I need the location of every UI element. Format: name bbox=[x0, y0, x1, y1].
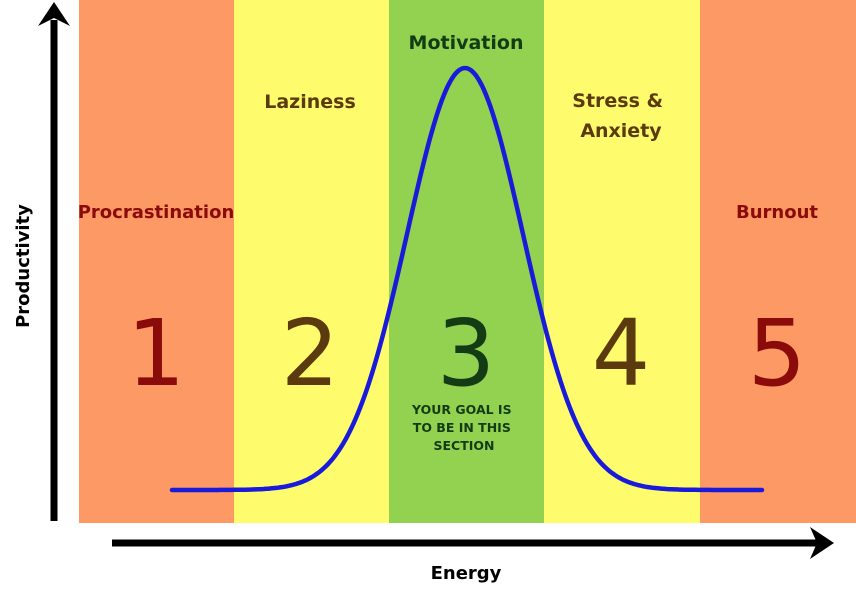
zone-3-label: Motivation bbox=[409, 32, 524, 54]
zone-1-background bbox=[79, 0, 234, 523]
zone-3-background bbox=[389, 0, 544, 523]
zone-5-label: Burnout bbox=[736, 202, 818, 223]
zone-2-background bbox=[234, 0, 389, 523]
zone-2-label: Laziness bbox=[264, 91, 356, 113]
zone-4-number: 4 bbox=[592, 300, 651, 407]
x-axis-label: Energy bbox=[431, 563, 502, 584]
y-axis-arrowhead bbox=[38, 2, 70, 26]
zone-5-background bbox=[700, 0, 856, 523]
zone-3-number: 3 bbox=[437, 300, 496, 407]
zone-2-number: 2 bbox=[281, 300, 340, 407]
zone-4-background bbox=[544, 0, 700, 523]
zone-4-label: Stress & Anxiety bbox=[572, 90, 669, 142]
y-axis-label: Productivity bbox=[13, 204, 34, 328]
zone-1-label: Procrastination bbox=[78, 202, 235, 223]
productivity-bell-curve bbox=[169, 65, 765, 493]
zone-1-number: 1 bbox=[127, 300, 186, 407]
goal-note: YOUR GOAL IS TO BE IN THIS SECTION bbox=[411, 402, 516, 453]
zone-5-number: 5 bbox=[748, 300, 807, 407]
x-axis-arrowhead bbox=[810, 527, 834, 559]
